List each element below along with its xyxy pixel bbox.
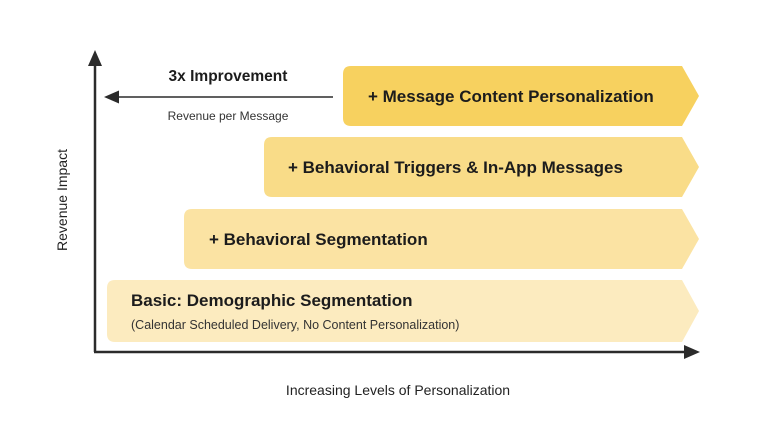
step-message-content-personalization: + Message Content Personalization — [343, 66, 700, 126]
step-behavioral-triggers-in-app-messages: + Behavioral Triggers & In-App Messages — [264, 137, 700, 197]
improvement-subtitle: Revenue per Message — [167, 109, 289, 123]
improvement-title: 3x Improvement — [168, 68, 288, 85]
y-axis-title: Revenue Impact — [54, 149, 70, 251]
x-axis-arrowhead — [684, 345, 700, 359]
step-shape — [107, 280, 699, 342]
step-shape — [184, 209, 699, 269]
step-title: + Behavioral Triggers & In-App Messages — [288, 158, 623, 177]
step-title: Basic: Demographic Segmentation — [131, 291, 413, 310]
step-subtitle: (Calendar Scheduled Delivery, No Content… — [131, 318, 460, 332]
step-shape — [264, 137, 699, 197]
step-behavioral-segmentation: + Behavioral Segmentation — [184, 209, 700, 269]
x-axis-title: Increasing Levels of Personalization — [285, 382, 511, 398]
improvement-arrowhead — [104, 90, 119, 104]
step-title: + Message Content Personalization — [368, 87, 654, 106]
step-title: + Behavioral Segmentation — [209, 230, 428, 249]
step-shape — [343, 66, 699, 126]
y-axis-arrowhead — [88, 50, 102, 66]
step-basic-demographic-segmentation: Basic: Demographic Segmentation (Calenda… — [107, 280, 700, 342]
